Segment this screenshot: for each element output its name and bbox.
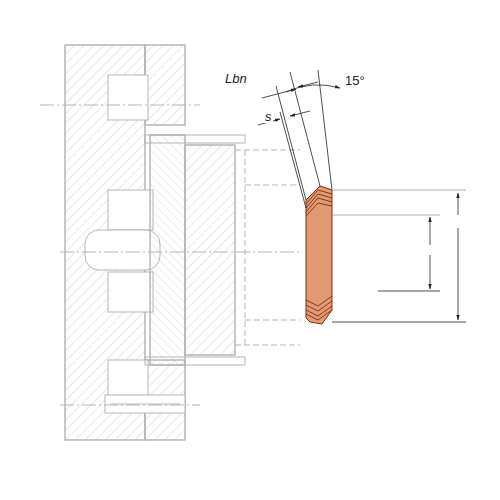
dimension-label: 15°: [344, 74, 366, 87]
dimension-lines: [258, 70, 466, 322]
dimension-label: Lbn: [224, 72, 248, 85]
disc-spring-stack: [306, 186, 332, 324]
housing-outline: [40, 45, 300, 440]
dimension-label: s: [264, 110, 273, 123]
